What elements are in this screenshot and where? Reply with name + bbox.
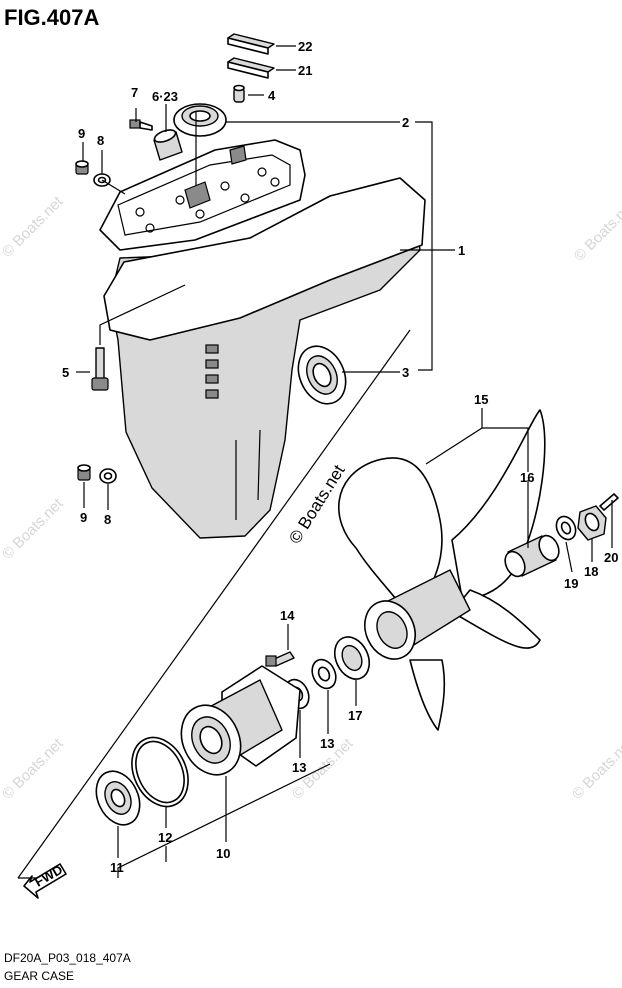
callout-19: 19 [564,576,578,591]
callout-7: 7 [131,85,138,100]
bearing-2 [173,103,227,137]
callout-12: 12 [158,830,172,845]
bushing-6-23 [153,129,183,161]
callout-21: 21 [298,63,312,78]
figure-caption: GEAR CASE [4,969,74,983]
callout-3: 3 [402,365,409,380]
gear-case-housing [99,139,426,539]
callout-20: 20 [604,550,618,565]
bolt-7 [129,119,153,131]
callout-4: 4 [268,88,276,103]
oil-seal-13b [311,658,337,690]
bolt-5 [91,347,109,391]
oil-seal-11 [95,770,141,826]
callout-11: 11 [110,860,124,875]
callout-9-upper: 9 [78,126,85,141]
bearing-housing-10 [180,665,301,776]
callout-8-lower: 8 [104,512,111,527]
callout-10: 10 [216,846,230,861]
figure-title: FIG.407A [4,5,99,30]
watermark: © Boats.net [0,193,67,261]
bolt-14 [265,651,295,667]
callout-18: 18 [584,564,598,579]
washer-8-lower [99,468,117,484]
spacer-16 [504,534,560,578]
nut-18 [577,505,607,541]
oil-seal-3 [297,345,347,405]
fwd-arrow: FWD [23,862,67,899]
oil-seal-17 [333,636,371,680]
callout-13a: 13 [292,760,306,775]
callout-5: 5 [62,365,69,380]
callout-9-lower: 9 [80,510,87,525]
watermark: © Boats.net [0,495,67,563]
callout-6-23: 6·23 [152,89,178,104]
callout-2: 2 [402,115,409,130]
leader-lines [76,45,613,878]
callout-1: 1 [458,243,465,258]
callout-16: 16 [520,470,534,485]
callout-17: 17 [348,708,362,723]
callout-13b: 13 [320,736,334,751]
clip-22 [227,33,275,55]
callout-14: 14 [280,608,295,623]
callout-labels: 22 21 4 7 6·23 2 9 8 1 3 5 9 8 15 16 20 … [62,39,618,875]
callout-8-upper: 8 [97,133,104,148]
plug-9-upper [75,160,89,175]
watermark: © Boats.net [571,197,622,265]
callout-15: 15 [474,392,488,407]
watermark: © Boats.net [569,735,622,803]
o-ring-12 [131,736,189,808]
watermark: © Boats.net [0,735,67,803]
clip-21 [227,57,275,79]
plug-9-lower [77,464,91,481]
frame-line [17,329,411,879]
callout-22: 22 [298,39,312,54]
dowel-pin-4 [233,84,245,103]
cotter-pin-20 [599,493,619,511]
figure-code: DF20A_P03_018_407A [4,951,131,965]
washer-19 [555,515,577,541]
